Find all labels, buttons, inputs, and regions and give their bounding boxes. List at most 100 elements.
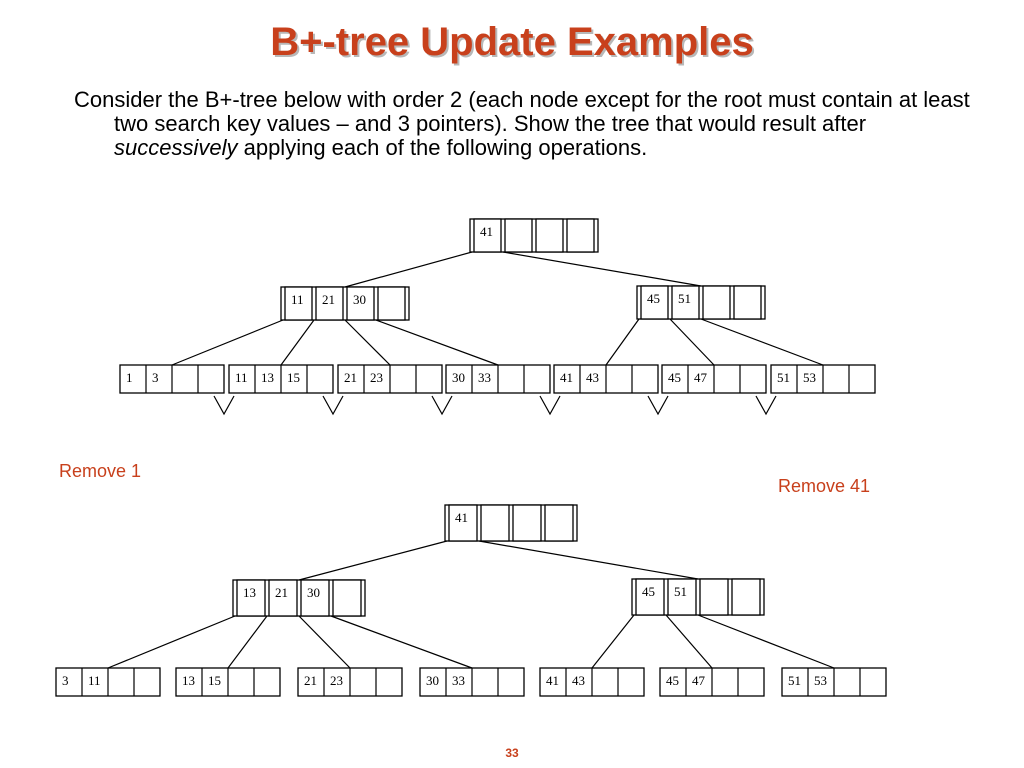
tree-edge xyxy=(280,319,315,366)
internal-key-cell xyxy=(504,218,533,253)
internal-key-cell xyxy=(640,285,669,320)
problem-text-emphasis: successively xyxy=(114,135,238,160)
tree-edge xyxy=(669,318,715,366)
tree-edge xyxy=(700,318,824,366)
tree-edge xyxy=(298,540,448,581)
leaf-key: 23 xyxy=(370,370,383,385)
problem-text-lead: Consider the B+-tree below with order 2 … xyxy=(74,87,970,136)
internal-key-cell xyxy=(473,218,502,253)
tree-edge xyxy=(107,615,236,669)
leaf-key: 1 xyxy=(126,370,133,385)
leaf-node-1-6: 51 53 xyxy=(781,667,887,697)
problem-statement: Consider the B+-tree below with order 2 … xyxy=(74,88,994,160)
leaf-node-0-4: 41 43 xyxy=(553,364,659,394)
leaf-key: 30 xyxy=(426,673,439,688)
problem-text-tail: applying each of the following operation… xyxy=(237,135,648,160)
leaf-key: 23 xyxy=(330,673,343,688)
root-node-0: 41 xyxy=(469,218,599,253)
internal-key-cell xyxy=(671,285,700,320)
internal-key-cell xyxy=(448,504,478,542)
leaf-key: 45 xyxy=(668,370,681,385)
internal-key: 45 xyxy=(642,584,655,599)
leaf-node-0-3: 30 33 xyxy=(445,364,551,394)
internal-key-cell xyxy=(236,579,266,617)
slide-title: B+-tree Update Examples xyxy=(270,20,754,64)
tree-edge xyxy=(478,540,699,580)
tree-edge xyxy=(605,318,640,366)
internal-key-cell xyxy=(566,218,595,253)
internal-key-cell xyxy=(346,286,375,321)
internal-key: 45 xyxy=(647,291,660,306)
leaf-key: 51 xyxy=(777,370,790,385)
leaf-node-1-1: 13 15 xyxy=(175,667,281,697)
operation-label-remove-1: Remove 1 xyxy=(59,461,142,481)
leaf-key: 47 xyxy=(692,673,706,688)
internal-key: 11 xyxy=(291,292,304,307)
leaf-key: 13 xyxy=(261,370,274,385)
leaf-key: 33 xyxy=(478,370,491,385)
leaf-key: 43 xyxy=(586,370,599,385)
leaf-key: 51 xyxy=(788,673,801,688)
internal-key: 51 xyxy=(674,584,687,599)
internal-key-cell xyxy=(284,286,313,321)
leaf-key: 15 xyxy=(208,673,221,688)
leaf-key: 41 xyxy=(546,673,559,688)
internal-key: 21 xyxy=(275,585,288,600)
root-node-1: 41 xyxy=(444,504,578,542)
internal-key-cell xyxy=(544,504,574,542)
tree-edge xyxy=(298,615,351,669)
internal-key: 13 xyxy=(243,585,256,600)
internal-key-cell xyxy=(512,504,542,542)
internal-node-left-0: 11 21 30 xyxy=(280,286,410,321)
leaf-node-1-5: 45 47 xyxy=(659,667,765,697)
internal-key-cell xyxy=(268,579,298,617)
leaf-key: 30 xyxy=(452,370,465,385)
leaf-node-0-6: 51 53 xyxy=(770,364,876,394)
leaf-key: 53 xyxy=(803,370,816,385)
leaf-sibling-pointer-arrow xyxy=(431,395,453,416)
tree-edge xyxy=(697,614,835,669)
internal-key-cell xyxy=(377,286,406,321)
leaf-key: 45 xyxy=(666,673,679,688)
leaf-sibling-pointer-arrow xyxy=(322,395,344,416)
leaf-sibling-pointer-arrow xyxy=(213,395,235,416)
internal-key-cell xyxy=(702,285,731,320)
internal-key-cell xyxy=(480,504,510,542)
leaf-key: 13 xyxy=(182,673,195,688)
internal-key: 30 xyxy=(353,292,366,307)
leaf-key: 3 xyxy=(62,673,69,688)
internal-key-cell xyxy=(699,578,729,616)
internal-key-cell xyxy=(332,579,362,617)
leaf-sibling-pointer-arrow xyxy=(539,395,561,416)
tree-edge xyxy=(227,615,268,669)
internal-key: 21 xyxy=(322,292,335,307)
leaf-key: 41 xyxy=(560,370,573,385)
tree-edge xyxy=(344,319,391,366)
internal-key: 41 xyxy=(455,510,468,525)
tree-edge xyxy=(344,251,473,288)
tree-edge xyxy=(591,614,635,669)
leaf-node-0-1: 11 13 15 xyxy=(228,364,334,394)
leaf-key: 53 xyxy=(814,673,827,688)
tree-edge xyxy=(502,251,702,287)
leaf-key: 33 xyxy=(452,673,465,688)
internal-key-cell xyxy=(731,578,761,616)
leaf-sibling-pointer-arrow xyxy=(755,395,777,416)
leaf-node-0-5: 45 47 xyxy=(661,364,767,394)
tree-edge xyxy=(171,319,284,366)
tree-edge xyxy=(330,615,473,669)
leaf-key: 11 xyxy=(235,370,248,385)
internal-key: 41 xyxy=(480,224,493,239)
leaf-key: 15 xyxy=(287,370,300,385)
internal-key-cell xyxy=(300,579,330,617)
leaf-key: 47 xyxy=(694,370,708,385)
tree-edge xyxy=(665,614,713,669)
